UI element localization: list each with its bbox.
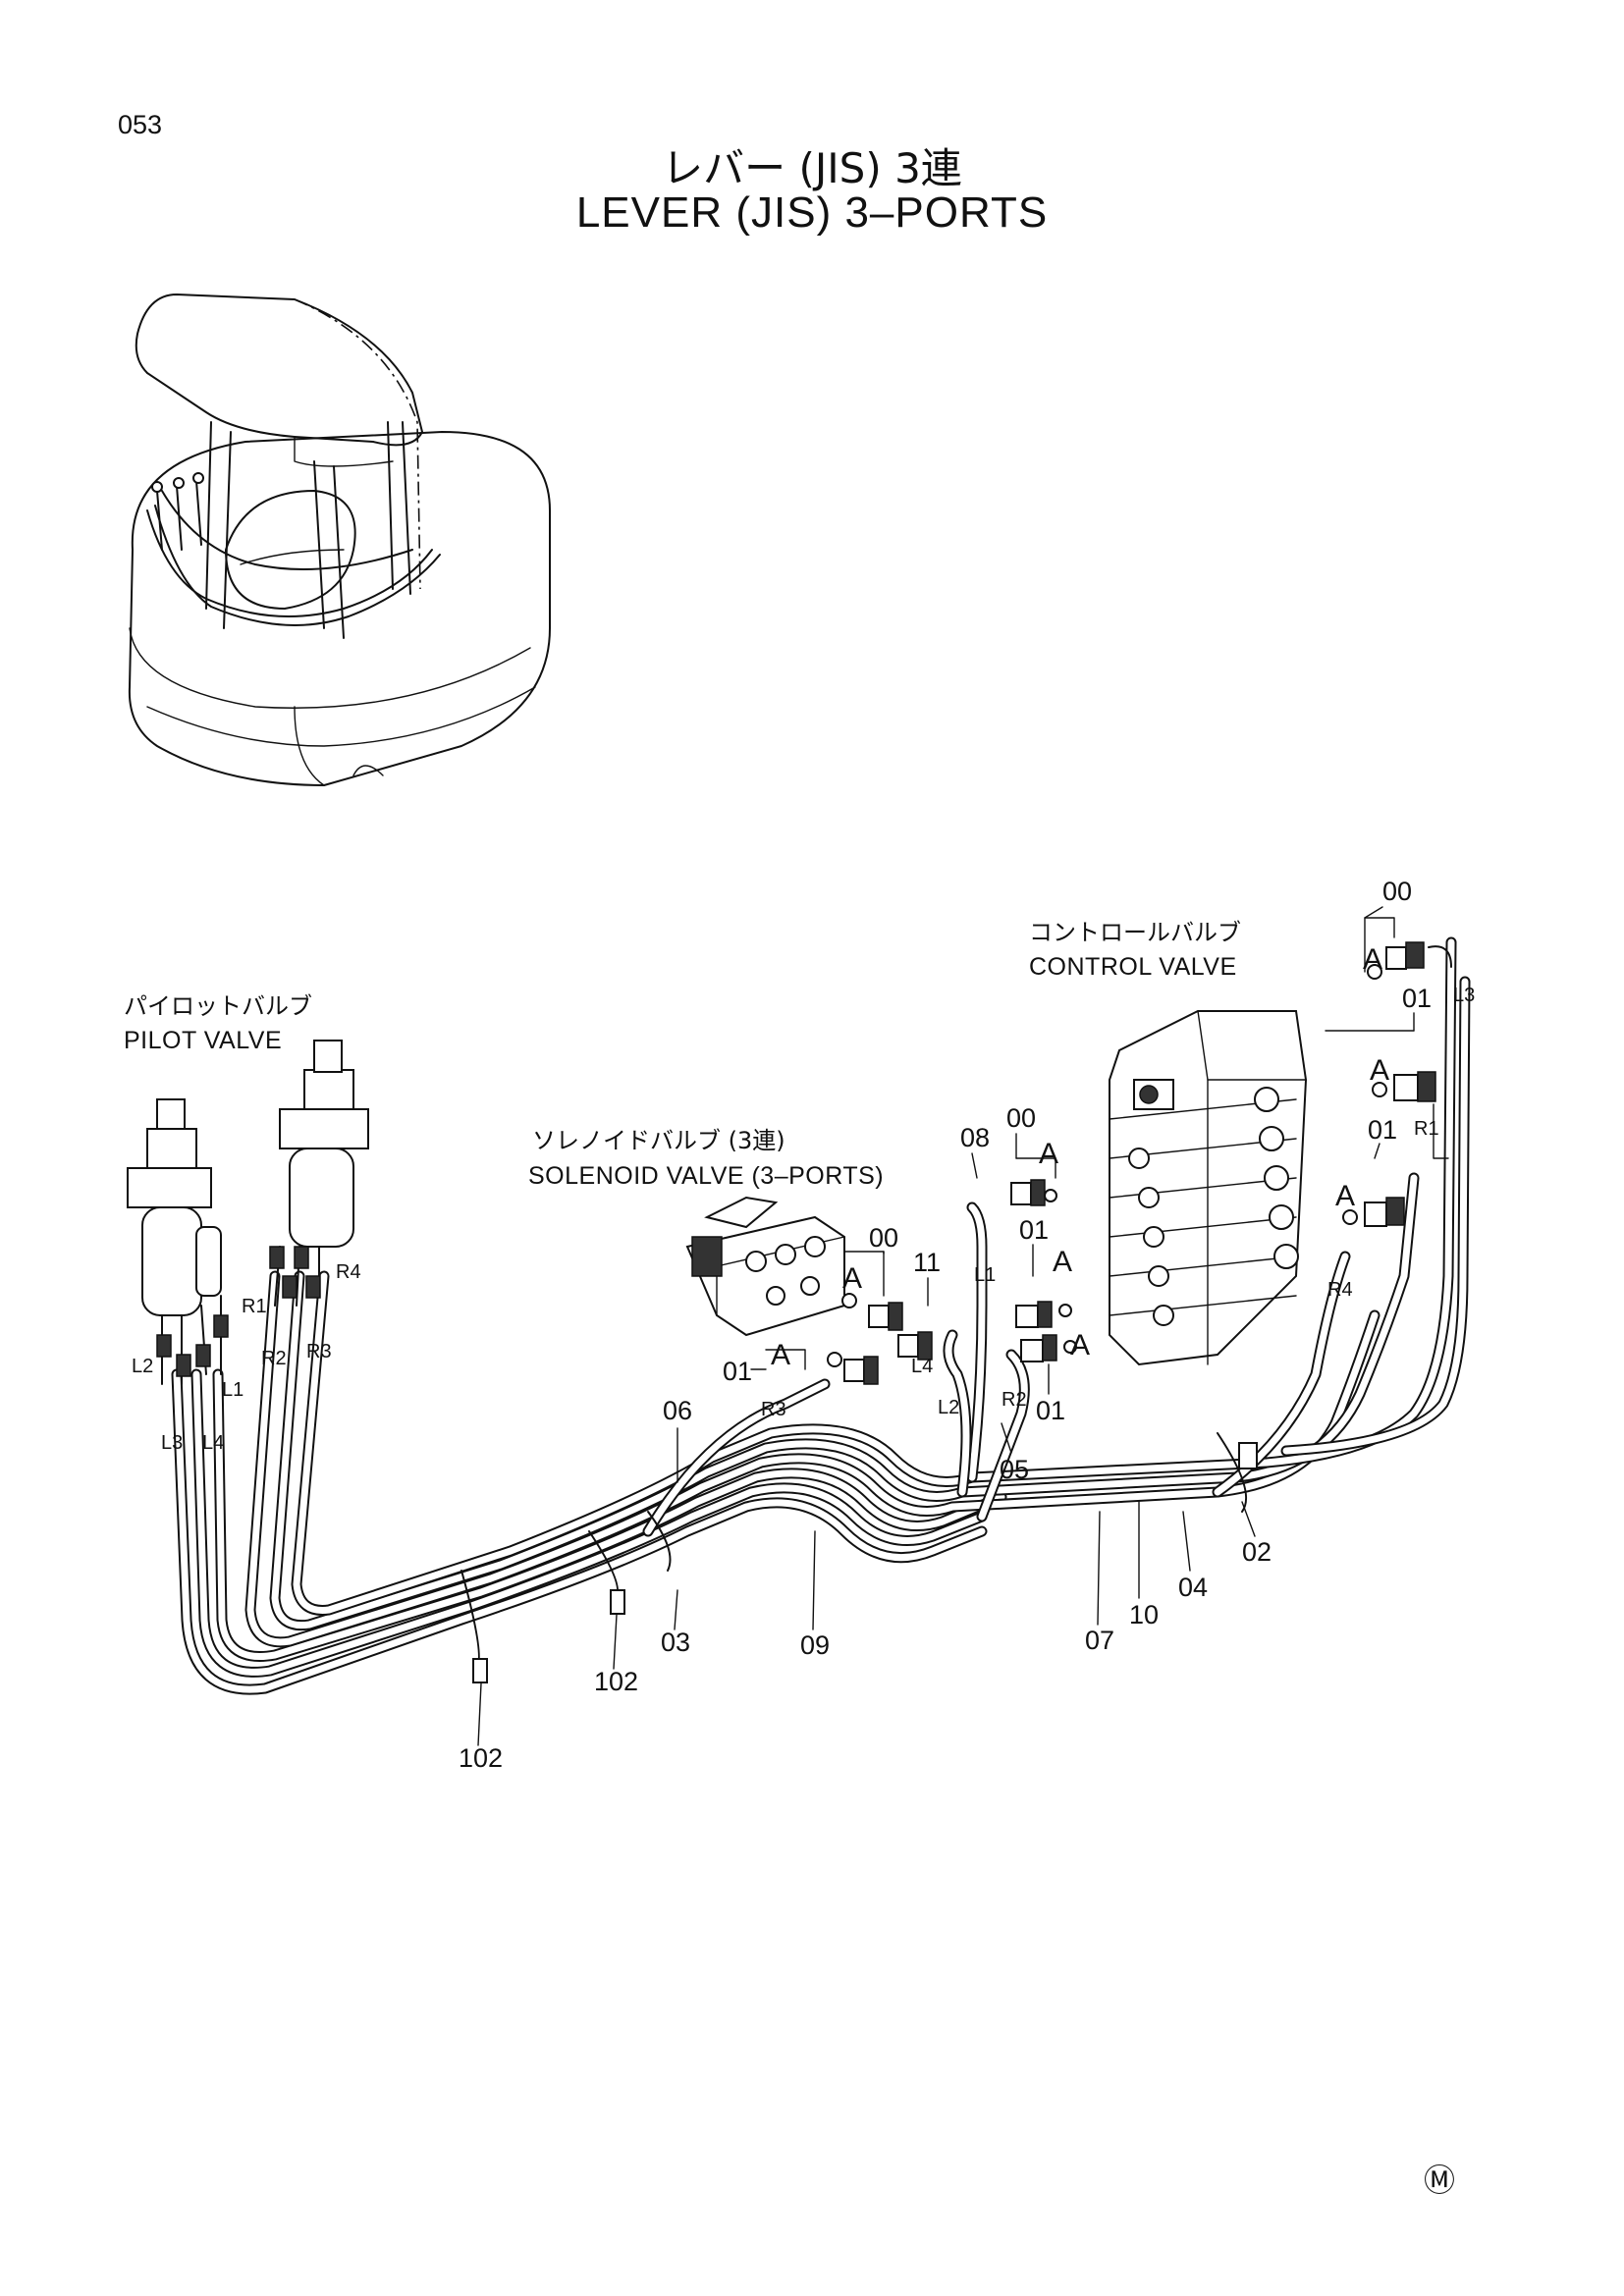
detail-mark-a-4: A xyxy=(1039,1138,1058,1170)
detail-mark-a-1: A xyxy=(1363,943,1382,976)
port-label-r2-mid: R2 xyxy=(1001,1389,1027,1411)
port-label-r1-pilot: R1 xyxy=(242,1296,267,1317)
callout-06: 06 xyxy=(663,1396,692,1425)
callout-01-solenoid: 01 xyxy=(723,1357,752,1386)
detail-mark-a-8: A xyxy=(771,1339,790,1371)
callout-01-right: 01 xyxy=(1402,984,1432,1013)
callout-102-a: 102 xyxy=(594,1667,638,1696)
maker-mark: Ⓜ xyxy=(1424,2163,1455,2198)
callout-01-right-lower: 01 xyxy=(1368,1115,1397,1145)
callout-09: 09 xyxy=(800,1630,830,1660)
callout-00-solenoid: 00 xyxy=(869,1223,898,1253)
port-label-r2-pilot: R2 xyxy=(261,1348,287,1369)
callout-08: 08 xyxy=(960,1123,990,1152)
port-label-r4-pilot: R4 xyxy=(336,1261,361,1283)
callout-00-top: 00 xyxy=(1382,877,1412,906)
port-label-l1-pilot: L1 xyxy=(222,1379,244,1401)
solenoid-valve-label-ja: ソレノイドバルブ (3連) xyxy=(532,1127,785,1154)
callout-01-mid-low: 01 xyxy=(1036,1396,1065,1425)
solenoid-valve-label-en: SOLENOID VALVE (3–PORTS) xyxy=(528,1162,884,1190)
port-label-l4-mid: L4 xyxy=(911,1356,933,1377)
port-label-l3-pilot: L3 xyxy=(161,1432,183,1454)
callout-05: 05 xyxy=(1000,1455,1029,1484)
detail-mark-a-5: A xyxy=(1053,1246,1072,1278)
detail-mark-a-2: A xyxy=(1370,1054,1389,1087)
callout-102-b: 102 xyxy=(459,1743,503,1773)
callout-02: 02 xyxy=(1242,1537,1272,1567)
leader-lines xyxy=(477,906,1415,1746)
hose-bundle xyxy=(171,936,1471,1695)
pilot-valve-left xyxy=(127,1098,229,1385)
machine-overview-illustration xyxy=(128,294,551,786)
page-title-english: LEVER (JIS) 3–PORTS xyxy=(575,188,1049,237)
pilot-valve-label-ja: パイロットバルブ xyxy=(124,992,312,1020)
control-valve-illustration xyxy=(1109,1010,1308,1366)
control-valve-label-ja: コントロールバルブ xyxy=(1029,919,1241,946)
port-label-l2-pilot: L2 xyxy=(132,1356,153,1377)
page-number: 053 xyxy=(118,110,163,139)
callout-11: 11 xyxy=(913,1248,941,1277)
callout-01-mid: 01 xyxy=(1019,1215,1049,1245)
port-label-l2-mid: L2 xyxy=(938,1397,959,1418)
port-label-r3-mid: R3 xyxy=(761,1399,786,1420)
callout-00-mid: 00 xyxy=(1006,1103,1036,1133)
callout-04: 04 xyxy=(1178,1573,1208,1602)
callout-10: 10 xyxy=(1129,1600,1159,1629)
port-label-r4-right: R4 xyxy=(1327,1279,1353,1301)
solenoid-valve-illustration xyxy=(685,1196,845,1337)
control-valve-label-en: CONTROL VALVE xyxy=(1029,953,1237,981)
port-label-l4-pilot: L4 xyxy=(202,1432,224,1454)
detail-mark-a-7: A xyxy=(842,1262,862,1295)
pilot-valve-label-en: PILOT VALVE xyxy=(124,1027,282,1054)
fittings xyxy=(765,917,1452,1385)
callout-03: 03 xyxy=(661,1628,690,1657)
port-label-l1-mid: L1 xyxy=(974,1264,996,1286)
detail-mark-a-6: A xyxy=(1070,1329,1090,1362)
port-label-r3-pilot: R3 xyxy=(306,1341,332,1362)
callout-07: 07 xyxy=(1085,1626,1114,1655)
port-label-r1-right: R1 xyxy=(1414,1118,1439,1140)
port-label-l3-right: L3 xyxy=(1453,985,1475,1006)
pilot-valve-right xyxy=(269,1040,369,1307)
detail-mark-a-3: A xyxy=(1335,1180,1355,1212)
page-title-japanese: レバー (JIS) 3連 xyxy=(662,144,962,192)
